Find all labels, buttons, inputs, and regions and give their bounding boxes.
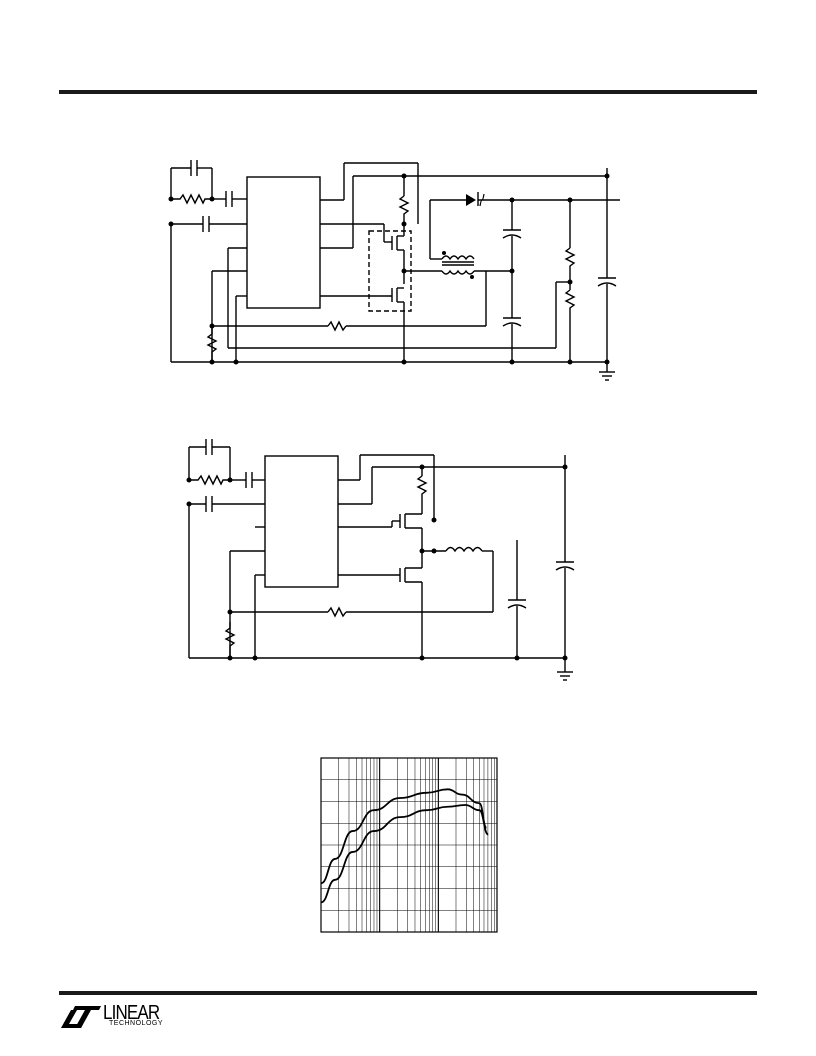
brand-subtitle: TECHNOLOGY [109,1020,164,1027]
brand-logo: LINEAR TECHNOLOGY [59,1000,169,1034]
chart-series-line-2 [320,804,489,904]
chart-series-line-1 [320,788,488,885]
footer-rule [59,991,757,995]
chart-frame [320,757,498,933]
header-rule [59,90,757,94]
lt-logo-icon [61,1006,101,1028]
chart-series [320,788,489,904]
chart-grid [320,758,498,932]
brand-wordmark: LINEAR [103,1002,160,1024]
